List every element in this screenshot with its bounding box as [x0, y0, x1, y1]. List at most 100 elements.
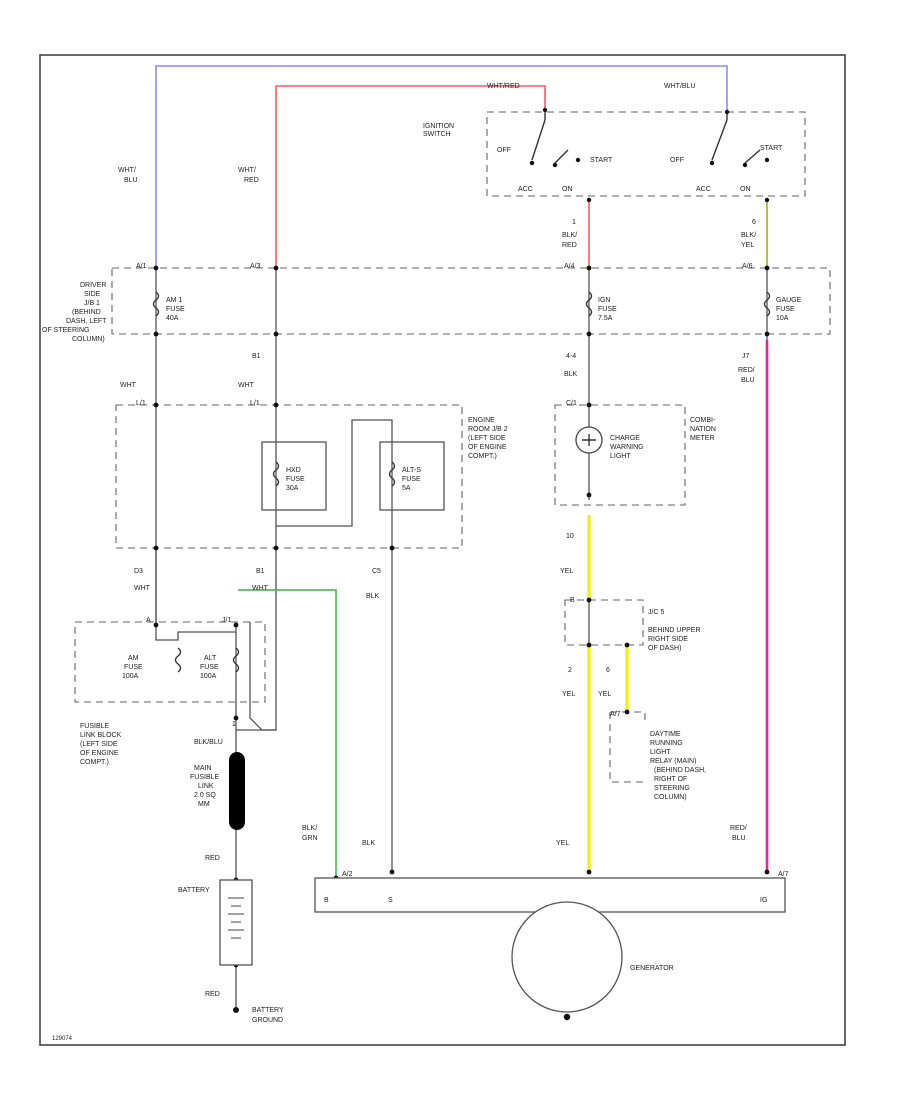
ignition-switch-contacts: [529, 107, 770, 203]
label-num-1: 1: [232, 721, 236, 728]
label-wire-blk-red: BLK/RED: [562, 232, 577, 249]
label-blk-mid: BLK: [564, 371, 578, 378]
label-blk-c5: BLK: [366, 593, 380, 600]
label-sw-top-left: WHT/RED: [487, 83, 520, 90]
label-c10-num: 10: [566, 533, 574, 540]
label-wire-blk-yel: BLK/YEL: [741, 232, 756, 249]
label-red-batt: RED: [205, 855, 220, 862]
label-conn-c1: C/1: [566, 400, 577, 407]
label-conn-b7: A/7: [610, 711, 621, 718]
label-gen-conn-a: A/2: [342, 871, 353, 878]
label-yel-3: YEL: [598, 691, 611, 698]
label-e1: B1: [256, 568, 265, 575]
label-d3: D3: [134, 568, 143, 575]
label-conn-jc: J/C 5: [648, 609, 664, 616]
label-conn-l1: L/1: [136, 400, 146, 407]
label-wht-left: WHT: [120, 382, 137, 389]
wire-hxd-loop: [276, 419, 393, 548]
label-battery: BATTERY: [178, 887, 210, 894]
engine-room-jb-box: [115, 404, 463, 549]
label-sw-top-right: WHT/BLU: [664, 83, 696, 90]
diagram-frame: [39, 54, 846, 1046]
wire-wht-blu: [155, 65, 728, 268]
jc5-box: [564, 599, 644, 646]
label-j7: J7: [742, 353, 750, 360]
label-conn-a: A/1: [136, 263, 147, 270]
label-blk-grn: BLK/GRN: [302, 825, 318, 842]
label-conn-l2: L/1: [250, 400, 260, 407]
main-fusible-link: [229, 752, 245, 830]
label-yel-bot: YEL: [556, 840, 569, 847]
label-wht-mid: WHT: [238, 382, 255, 389]
label-sw-off-right: OFF: [670, 157, 684, 164]
label-wht-e1: WHT: [252, 585, 269, 592]
fusible-link-block-box: [74, 621, 266, 703]
label-c4: 4-4: [566, 353, 576, 360]
wire-wht-red: [275, 85, 546, 268]
label-sw-acc-left: ACC: [518, 186, 533, 193]
label-red-blu-bot: RED/BLU: [730, 825, 747, 842]
label-generator: GENERATOR: [630, 965, 674, 972]
label-drl-relay: DAYTIME RUNNING LIGHT RELAY (MAIN) (BEHI…: [650, 731, 708, 801]
label-conn-d: A/6: [742, 263, 753, 270]
battery-cells: [228, 897, 244, 939]
label-sw-start-left: START: [590, 157, 613, 164]
label-wire-wht-blu: WHT/BLU: [118, 167, 138, 184]
combination-meter-box: [554, 404, 686, 506]
label-blk-blu: BLK/BLU: [194, 739, 223, 746]
label-yel-1: YEL: [560, 568, 573, 575]
alt-s-fuse-box: [379, 441, 445, 511]
label-fusible-block: FUSIBLE LINK BLOCK (LEFT SIDE OF ENGINE …: [80, 723, 123, 766]
label-sw-on-left: ON: [562, 186, 573, 193]
drl-relay-box: [609, 711, 646, 783]
label-gen-s: S: [388, 897, 393, 904]
label-gen-b: B: [324, 897, 329, 904]
wire-amp-link: [155, 625, 236, 641]
label-driver-block: DRIVER SIDE J/B 1 (BEHIND DASH, LEFT OF …: [42, 282, 108, 343]
label-main-fusible: MAIN FUSIBLE LINK 2.0 SQ MM: [190, 765, 221, 808]
label-b1: B1: [252, 353, 261, 360]
label-red-bottom: RED: [205, 991, 220, 998]
label-sw-off-left: OFF: [497, 147, 511, 154]
label-conn-c: A/4: [564, 263, 575, 270]
wire-blk-grn: [238, 589, 337, 878]
label-engine-block: ENGINE ROOM J/B 2 (LEFT SIDE OF ENGINE C…: [468, 417, 510, 460]
label-yel-2: YEL: [562, 691, 575, 698]
lamp-filament: [582, 434, 596, 446]
ignition-switch-box: [486, 111, 806, 197]
label-wht-d3: WHT: [134, 585, 151, 592]
label-gen-ig: IG: [760, 897, 767, 904]
label-sw-on-right: ON: [740, 186, 751, 193]
hxd-fuse-box: [261, 441, 327, 511]
generator-icon: [511, 901, 623, 1013]
driver-jb-box: [111, 267, 831, 335]
label-footer-code: 129074: [52, 1036, 73, 1042]
label-wire-wht-red: WHT/RED: [238, 167, 259, 184]
label-gen-conn-b: A/7: [778, 871, 789, 878]
label-red-blu-top: RED/BLU: [738, 367, 755, 384]
fuse-symbols: [152, 291, 771, 673]
label-fl-conn-b: J/1: [222, 617, 231, 624]
label-conn-f-num: 6: [752, 219, 756, 226]
label-conn-e-num: 1: [572, 219, 576, 226]
label-conn-b: A/3: [250, 263, 261, 270]
label-num-2b: 6: [606, 667, 610, 674]
label-blk-bot: BLK: [362, 840, 376, 847]
fusible-block-outline: [249, 622, 276, 731]
wire-e1-wht: [236, 548, 277, 731]
label-sw-start-right: START: [760, 145, 783, 152]
label-c5: C5: [372, 568, 381, 575]
label-fl-conn-a: A: [146, 617, 151, 624]
